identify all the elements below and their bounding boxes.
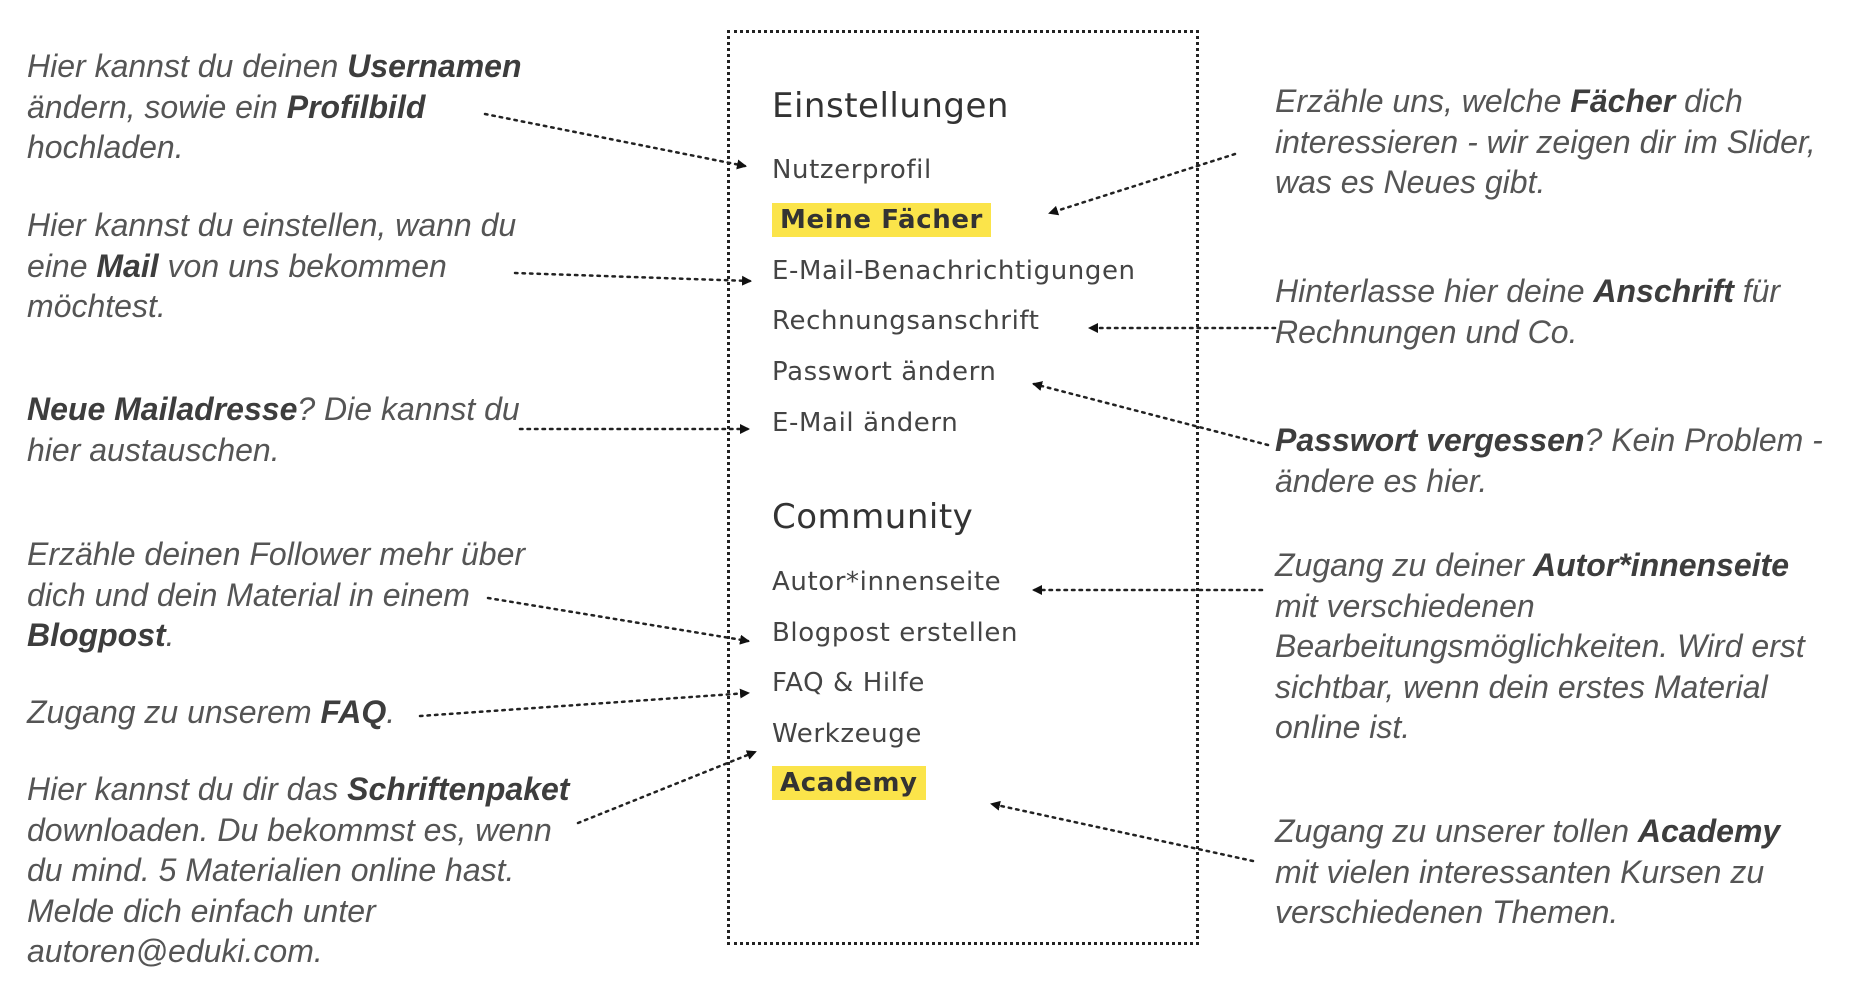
arrow-mail-notify [513,271,752,286]
menu-item-faq[interactable]: FAQ & Hilfe [772,668,925,698]
note-tools: Hier kannst du dir das Schriftenpaket do… [27,771,570,969]
note-blogpost: Erzähle deinen Follower mehr über dich u… [27,536,526,653]
settings-menu-panel [727,30,1199,945]
note-academy: Zugang zu unserer tollen Academy mit vie… [1275,813,1781,930]
arrow-password [1032,381,1270,447]
note-profile: Hier kannst du deinen Usernamen ändern, … [27,48,522,165]
note-password: Passwort vergessen? Kein Problem - änder… [1275,422,1823,499]
note-new-mail: Neue Mailadresse? Die kannst du hier aus… [27,391,520,468]
section-title-settings: Einstellungen [772,86,1009,126]
menu-item-academy[interactable]: Academy [772,766,926,800]
menu-item-subjects[interactable]: Meine Fächer [772,203,991,237]
menu-item-change-password[interactable]: Passwort ändern [772,357,997,387]
note-mail-notifications: Hier kannst du einstellen, wann du eine … [27,207,517,324]
menu-item-profile[interactable]: Nutzerprofil [772,155,932,185]
menu-item-change-email[interactable]: E-Mail ändern [772,408,959,438]
arrow-blogpost [486,596,750,645]
note-address: Hinterlasse hier deine Anschrift für Rec… [1275,273,1781,350]
menu-item-tools[interactable]: Werkzeuge [772,719,922,749]
arrow-profile [483,112,747,170]
section-title-community: Community [772,497,974,537]
arrow-academy [990,800,1255,863]
arrow-subjects [1048,152,1237,216]
menu-item-billing-address[interactable]: Rechnungsanschrift [772,306,1040,336]
note-author-page: Zugang zu deiner Autor*innenseite mit ve… [1275,547,1805,745]
note-faq: Zugang zu unserem FAQ. [27,694,396,730]
menu-item-mail-notifications[interactable]: E-Mail-Benachrichtigungen [772,256,1136,286]
note-subjects: Erzähle uns, welche Fächer dich interess… [1275,83,1816,200]
arrow-tools [576,750,757,825]
arrow-faq [418,688,750,718]
menu-item-author-page[interactable]: Autor*innenseite [772,567,1002,597]
menu-item-blogpost[interactable]: Blogpost erstellen [772,618,1019,648]
